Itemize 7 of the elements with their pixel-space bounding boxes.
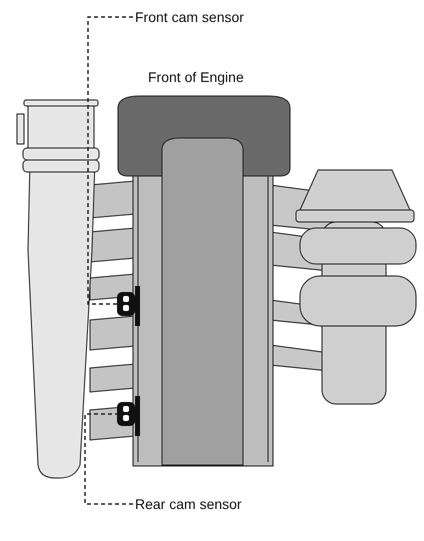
cam-sensor (117, 292, 135, 316)
part-label: Front of Engine (148, 68, 244, 86)
callout-label: Rear cam sensor (135, 495, 242, 513)
leader-line (87, 16, 133, 305)
callout-label: Front cam sensor (135, 8, 244, 26)
cam-sensor (117, 402, 135, 426)
leader-line (84, 413, 133, 505)
